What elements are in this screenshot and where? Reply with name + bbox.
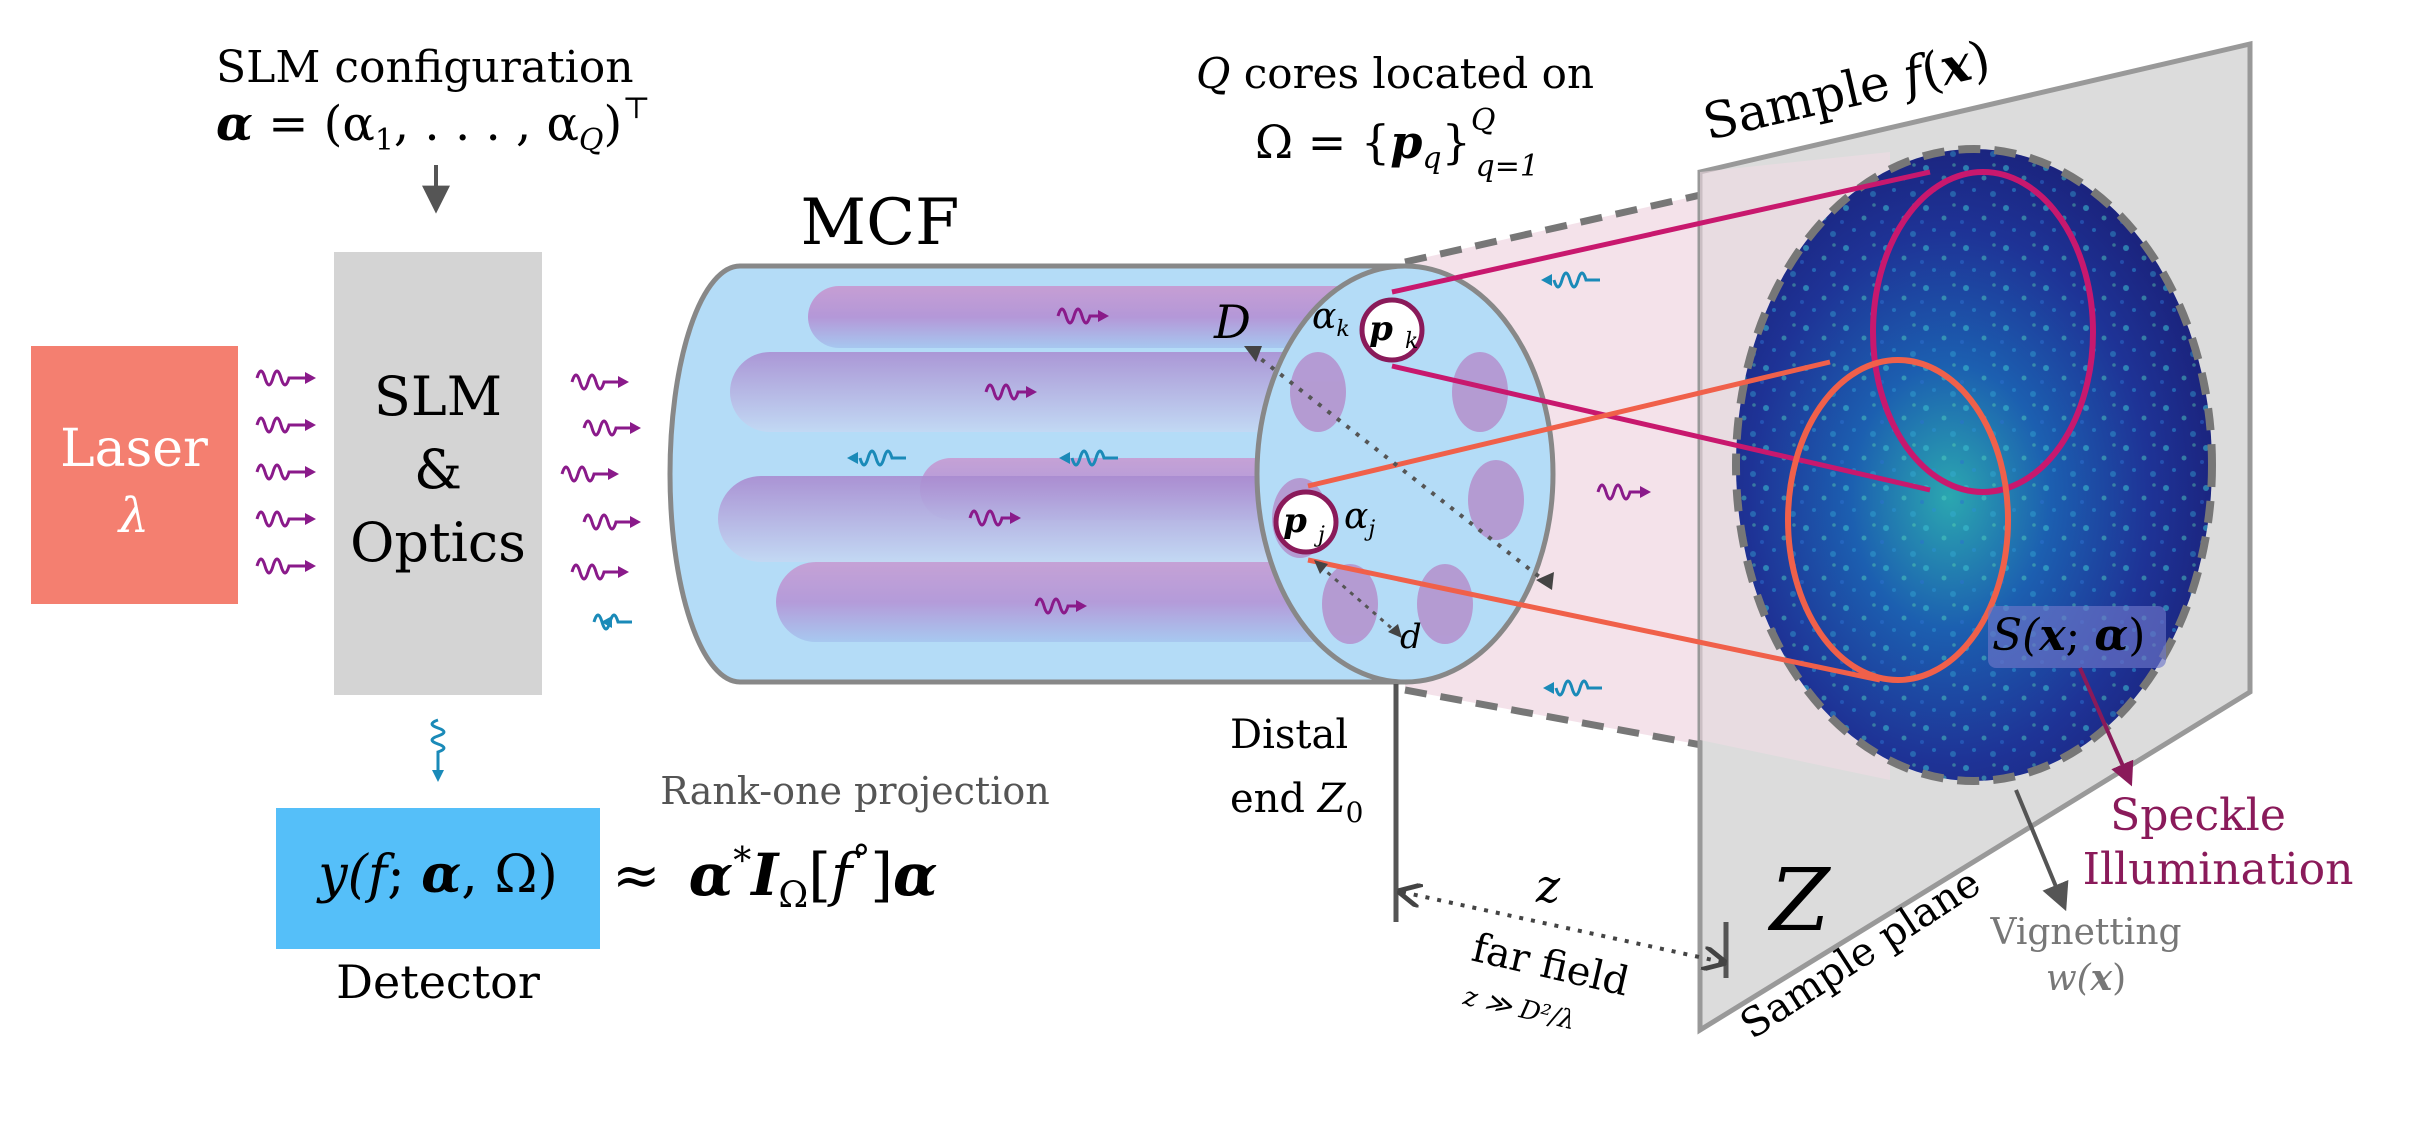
wave-icon	[255, 369, 309, 387]
far-field-indicator: z far field z ≫ D²/λ	[1402, 859, 1726, 1036]
speckle-line1: Speckle	[2110, 790, 2286, 841]
core-k-marker: p k	[1359, 297, 1425, 363]
laser-waves	[255, 369, 309, 575]
far-field-z: z	[1535, 859, 1561, 913]
mcf-label: MCF	[801, 186, 960, 260]
alpha-j-label: αj	[1344, 496, 1375, 542]
core-labels: D αk αj d	[1213, 295, 1422, 657]
return-wave-icon	[592, 613, 632, 631]
vignetting-boundary	[1732, 145, 2216, 785]
wave-icon	[255, 463, 309, 481]
speckle-ellipse-j	[1785, 357, 2011, 683]
laser-block: Laser λ	[31, 346, 238, 604]
sample-plane-Z: Z	[1767, 851, 1831, 951]
slm-config-equation: α = (α1, . . . , αQ)⊤	[216, 91, 650, 158]
speckle-pattern	[1732, 145, 2216, 785]
mcf-waves	[858, 307, 1118, 615]
distal-line1: Distal	[1230, 712, 1348, 758]
cores-line1: Q cores located on	[1196, 49, 1594, 98]
vignetting-line1: Vignetting	[1989, 912, 2181, 953]
slm-config-title: SLM configuration	[216, 42, 634, 93]
vignetting-w: w(x)	[2046, 957, 2126, 999]
cone-wave-heads	[1541, 274, 1651, 694]
laser-wave-heads	[305, 372, 316, 572]
projection-block: Rank-one projection ≈α*IΩ[f°]α	[612, 769, 1050, 916]
S-label: S(x; α)	[1992, 610, 2145, 661]
laser-box	[31, 346, 238, 604]
detector-box	[276, 808, 600, 949]
wave-icon	[255, 510, 309, 528]
slm-line2: &	[414, 438, 462, 501]
speckle-illumination-label: S(x; α) Speckle Illumination	[1988, 606, 2353, 895]
mcf-fiber: MCF	[667, 186, 1556, 685]
detector-wave-icon	[430, 718, 446, 782]
wave-icon	[255, 416, 309, 434]
speckle-ellipse-k	[1870, 169, 2096, 495]
projection-equation: ≈α*IΩ[f°]α	[612, 839, 938, 916]
svg-text:p: p	[1283, 501, 1307, 541]
slm-optics-block: SLM & Optics	[334, 252, 542, 695]
wave-icon	[255, 557, 309, 575]
slm-line1: SLM	[374, 365, 502, 428]
slm-out-waves	[560, 373, 634, 581]
detector-equation: y(f; α, Ω)	[316, 844, 557, 905]
svg-text:p: p	[1369, 309, 1393, 349]
slm-line3: Optics	[350, 511, 526, 574]
projection-caption: Rank-one projection	[660, 769, 1049, 813]
diameter-indicator	[1244, 346, 1554, 638]
svg-text:k: k	[1405, 329, 1418, 354]
detector-block: y(f; α, Ω) Detector	[276, 808, 600, 1009]
cone-waves	[1552, 271, 1644, 697]
detector-label: Detector	[336, 955, 540, 1009]
mcf-wave-heads	[847, 310, 1109, 612]
slm-out-wave-heads	[608, 376, 641, 578]
speckle-line2: Illumination	[2083, 844, 2354, 895]
core-j-marker: p j	[1273, 489, 1339, 555]
laser-lambda: λ	[117, 488, 149, 544]
slm-configuration-label: SLM configuration α = (α1, . . . , αQ)⊤	[216, 42, 650, 214]
core-spacing-d: d	[1400, 617, 1422, 657]
laser-label: Laser	[60, 419, 208, 479]
alpha-k-label: αk	[1312, 296, 1350, 342]
slm-box	[334, 252, 542, 695]
distal-end-indicator: Distal end Z0	[1230, 684, 1399, 922]
distal-line2: end Z0	[1230, 776, 1363, 829]
vignetting-label: Vignetting w(x)	[1989, 789, 2182, 999]
diameter-D: D	[1213, 295, 1251, 349]
